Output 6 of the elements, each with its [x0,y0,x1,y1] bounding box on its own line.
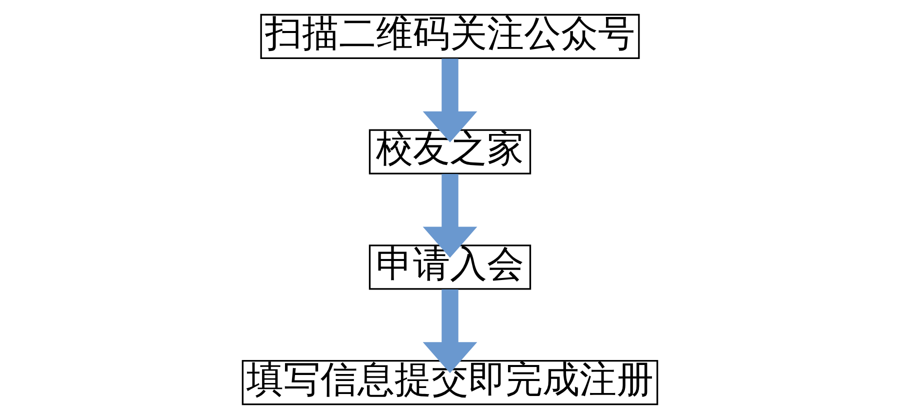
node-box: 扫描二维码关注公众号 [260,14,640,60]
node-box: 申请入会 [368,244,532,290]
arrow [422,58,478,142]
node-box: 校友之家 [368,129,532,174]
arrow [422,289,478,374]
arrow [422,174,478,258]
